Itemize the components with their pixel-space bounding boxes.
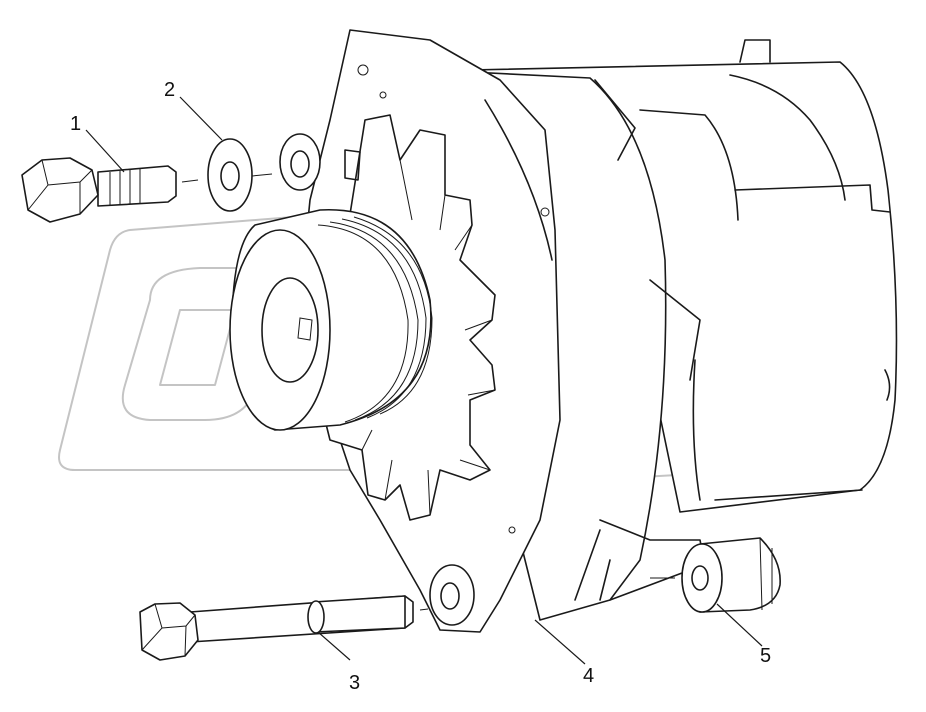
leader-4 — [534, 619, 586, 665]
bolt-short-icon — [21, 157, 199, 223]
callout-2: 2 — [164, 79, 175, 101]
leader-1 — [85, 129, 125, 173]
bushing-icon — [650, 537, 781, 613]
alternator-icon — [229, 29, 898, 633]
callout-5: 5 — [760, 645, 771, 667]
callout-4: 4 — [583, 665, 594, 687]
bolt-long-with-sleeve-icon — [139, 595, 429, 661]
callout-1: 1 — [70, 113, 81, 135]
leader-5 — [716, 603, 763, 647]
callout-3: 3 — [349, 672, 360, 694]
leader-lines — [85, 96, 763, 665]
washer-icon — [207, 138, 273, 212]
leader-2 — [179, 96, 223, 141]
leader-3 — [317, 631, 351, 661]
